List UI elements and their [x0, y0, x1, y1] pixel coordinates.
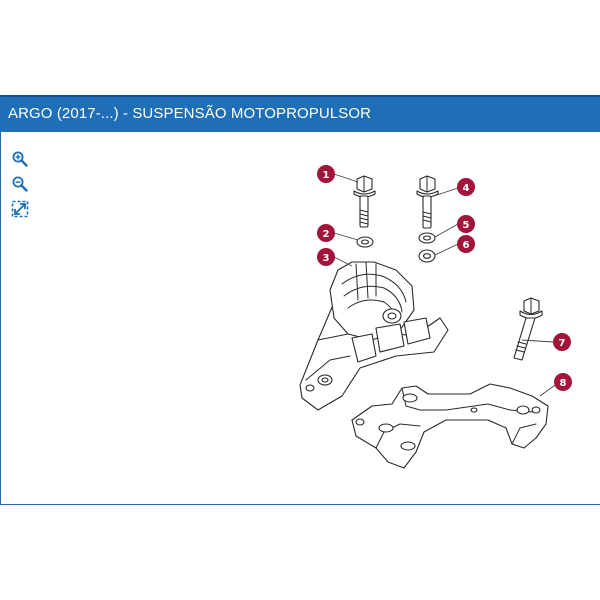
callout-5[interactable]: 5	[457, 215, 475, 233]
leader-lines	[333, 173, 559, 397]
part-3-engine-mount[interactable]	[299, 261, 449, 411]
callout-1[interactable]: 1	[317, 165, 335, 183]
callout-2[interactable]: 2	[317, 224, 335, 242]
callout-label: 3	[323, 253, 330, 264]
zoom-out-icon[interactable]	[11, 175, 29, 193]
part-1-bolt[interactable]	[353, 175, 376, 228]
part-8-bracket[interactable]	[351, 383, 549, 469]
callout-label: 8	[560, 378, 567, 389]
title-bar: ARGO (2017-...) - SUSPENSÃO MOTOPROPULSO…	[1, 95, 600, 132]
part-2-washer[interactable]	[356, 236, 374, 248]
part-6-nut[interactable]	[418, 249, 436, 263]
part-5-washer[interactable]	[418, 232, 436, 244]
callout-6[interactable]: 6	[457, 235, 475, 253]
zoom-in-icon[interactable]	[11, 150, 29, 168]
diagram-viewer[interactable]: ARGO (2017-...) - SUSPENSÃO MOTOPROPULSO…	[0, 95, 600, 505]
callout-label: 4	[463, 183, 470, 194]
callout-label: 6	[463, 240, 470, 251]
callout-3[interactable]: 3	[317, 248, 335, 266]
fit-to-screen-icon[interactable]	[11, 200, 29, 218]
callout-4[interactable]: 4	[457, 178, 475, 196]
callout-7[interactable]: 7	[553, 333, 571, 351]
callout-label: 5	[463, 220, 470, 231]
part-4-bolt[interactable]	[416, 175, 439, 229]
callout-label: 1	[323, 170, 330, 181]
callout-label: 2	[323, 229, 330, 240]
part-7-bolt[interactable]	[513, 297, 543, 361]
page-title: ARGO (2017-...) - SUSPENSÃO MOTOPROPULSO…	[8, 105, 372, 122]
callout-8[interactable]: 8	[554, 373, 572, 391]
zoom-toolbar	[11, 150, 31, 225]
callout-label: 7	[559, 338, 566, 349]
